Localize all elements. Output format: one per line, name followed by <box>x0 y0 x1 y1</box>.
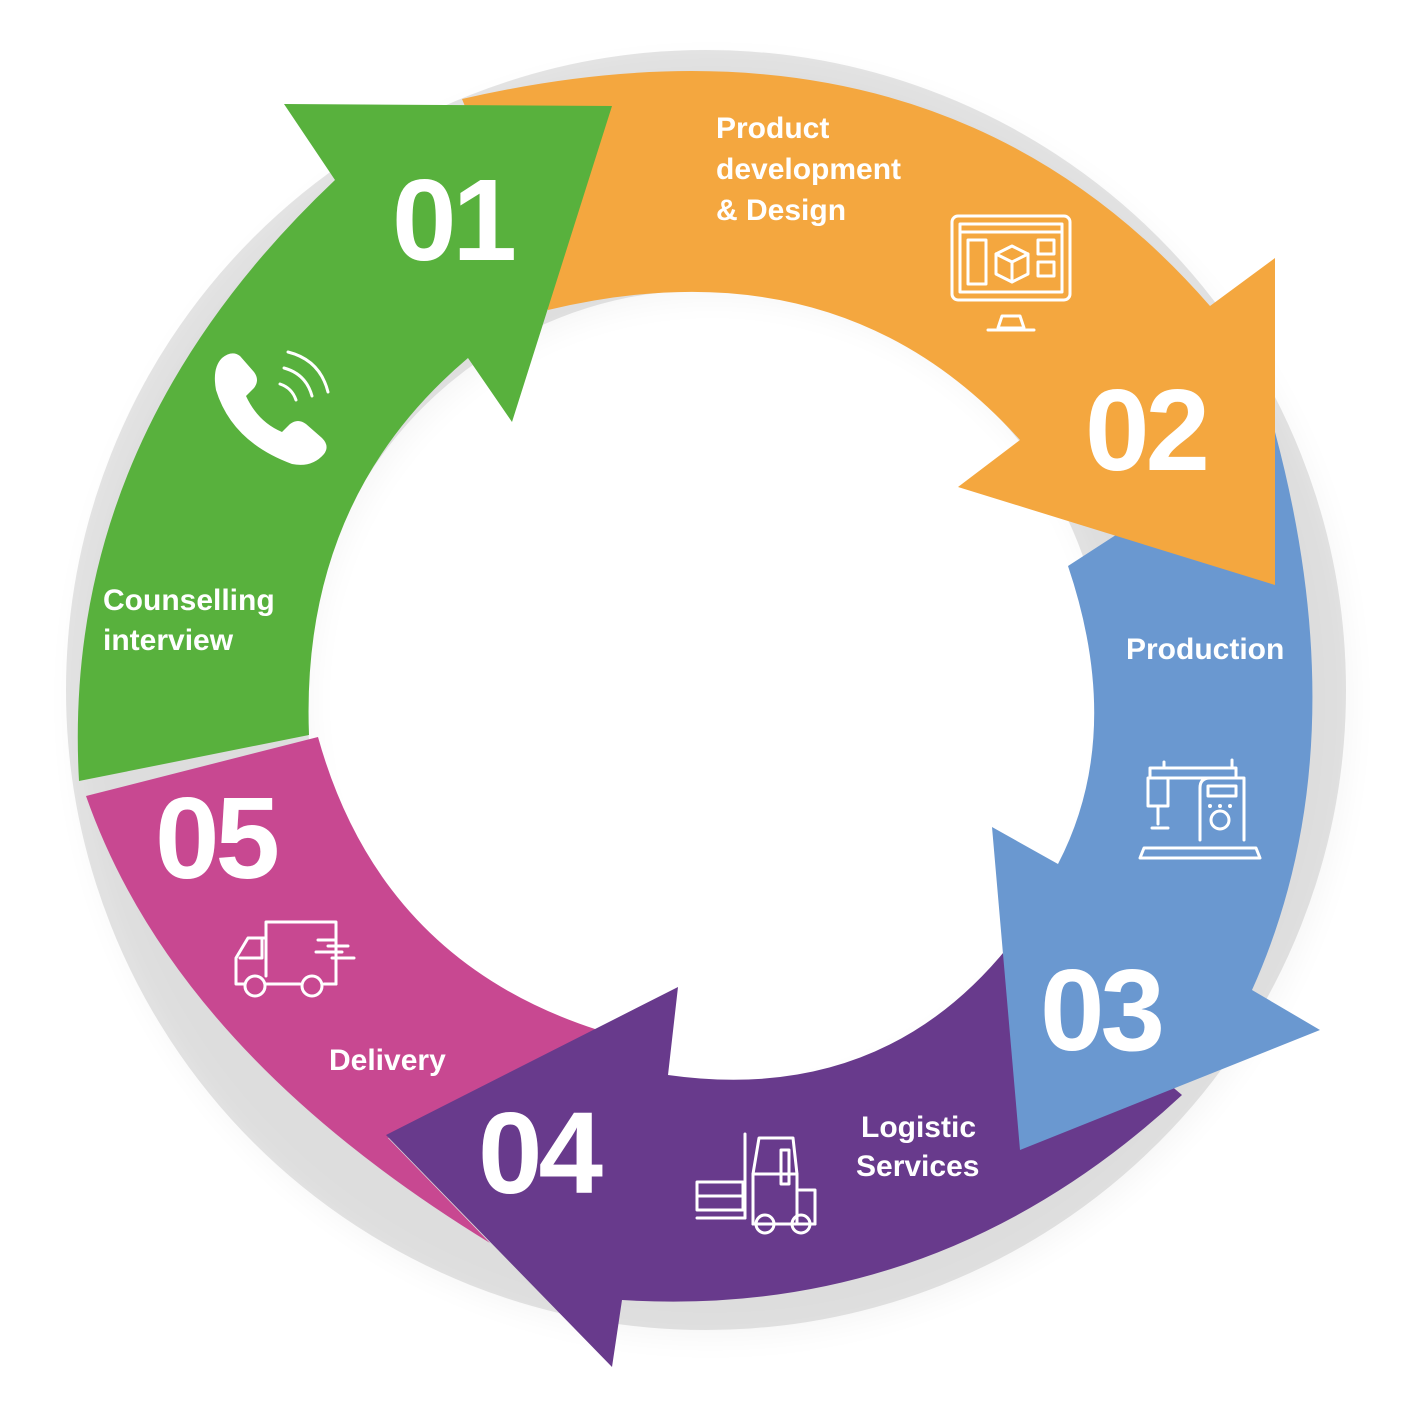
step-number-02: 02 <box>1085 365 1206 495</box>
segment-04 <box>386 947 1182 1367</box>
forklift-icon <box>695 1132 817 1235</box>
monitor-cube-icon <box>950 214 1072 332</box>
step-label-01: Counselling interview <box>103 584 283 657</box>
step-label-05: Delivery <box>329 1044 446 1077</box>
segment-01 <box>77 104 613 781</box>
step-number-05: 05 <box>155 773 278 903</box>
segment-05 <box>86 737 598 1243</box>
step-number-04: 04 <box>478 1088 603 1218</box>
step-label-04: Logistic Services <box>856 1111 984 1183</box>
step-label-03: Production <box>1126 633 1284 666</box>
sewing-machine-icon <box>1138 758 1262 860</box>
segment-03 <box>992 432 1320 1150</box>
phone-icon <box>214 350 330 465</box>
step-number-01: 01 <box>392 155 515 285</box>
step-label-02: Product development & Design <box>716 112 909 227</box>
delivery-truck-icon <box>234 920 356 998</box>
segment-02 <box>462 71 1275 586</box>
step-number-03: 03 <box>1040 945 1162 1075</box>
